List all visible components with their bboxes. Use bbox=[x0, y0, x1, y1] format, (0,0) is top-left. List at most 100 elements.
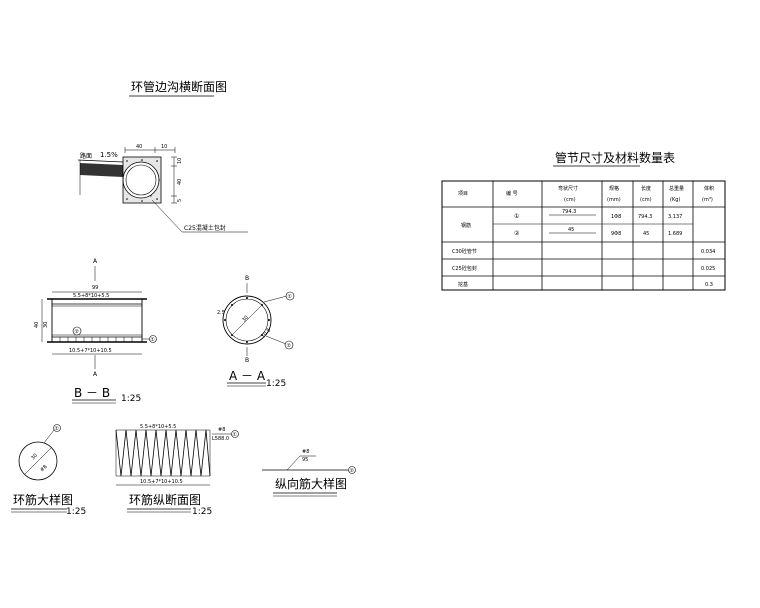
long-bar-callout bbox=[348, 466, 356, 474]
th-size-unit: (cm) bbox=[564, 197, 576, 203]
long-bar-no: #8 bbox=[302, 449, 309, 455]
td-mat1-name: C30砼管节 bbox=[452, 248, 477, 255]
bb-scale: 1:25 bbox=[121, 394, 141, 404]
concrete-label: C25混凝土包封 bbox=[184, 224, 226, 232]
bottom-spacing-label: 10.5+7*10+10.5 bbox=[69, 348, 112, 354]
td-mat2-volume: 0.025 bbox=[701, 266, 715, 272]
height-inner-label: 30 bbox=[43, 322, 49, 328]
ring-diam-label: 30 bbox=[30, 453, 39, 462]
th-length-unit: (cm) bbox=[640, 197, 652, 203]
spiral-zigzag bbox=[115, 429, 211, 477]
td-row2-size: 45 bbox=[568, 227, 574, 233]
td-row1-weight: 3.137 bbox=[668, 214, 682, 220]
aa-bar1-leader bbox=[263, 295, 288, 303]
ring-callout bbox=[53, 424, 61, 432]
bb-section-view: A 99 5.5+8*10+5.5 40 30 ② ① 10.5+7*10 bbox=[34, 258, 157, 404]
td-row1-no: ① bbox=[514, 213, 519, 220]
th-size: 弯状尺寸 bbox=[558, 185, 578, 192]
long-bar-view: #8 95 ② 纵向筋大样图 bbox=[262, 449, 356, 497]
height-outer-label: 40 bbox=[34, 322, 40, 328]
aa-bar2-callout bbox=[284, 340, 294, 350]
cross-section-view: 环管边沟横断面图 路面 1.5% 40 10 10 4 bbox=[77, 79, 248, 233]
th-no: 编 号 bbox=[506, 190, 518, 197]
stirrup-marks bbox=[59, 337, 133, 342]
aa-thick-label: 2.5 bbox=[217, 310, 225, 316]
ring-long-callout-label: ① bbox=[233, 432, 238, 438]
td-row2-length: 45 bbox=[643, 231, 649, 237]
ring-bar-label: #8 bbox=[39, 464, 48, 473]
th-weight-unit: (Kg) bbox=[670, 197, 680, 203]
td-row1-size: 794.3 bbox=[562, 209, 576, 215]
ring-detail-view: 30 #8 ① 环筋大样图 1:25 bbox=[11, 424, 86, 517]
aa-bar1-callout bbox=[285, 291, 295, 301]
aa-bar2-label: ② bbox=[287, 343, 292, 349]
td-row2-spec: 9Φ8 bbox=[611, 231, 621, 237]
table-frame bbox=[441, 180, 726, 291]
slope-label: 1.5% bbox=[100, 151, 118, 159]
top-spacing-label: 5.5+8*10+5.5 bbox=[73, 293, 109, 299]
pipe-inner bbox=[125, 164, 157, 196]
dim-top-2: 10 bbox=[161, 144, 167, 150]
bar2-label: ② bbox=[75, 329, 80, 335]
long-bar-len: 95 bbox=[302, 457, 308, 463]
bar1-callout bbox=[149, 335, 157, 343]
long-bar-callout-label: ② bbox=[350, 468, 355, 474]
road-pavement-hatch bbox=[80, 163, 123, 177]
td-row2-weight: 1.689 bbox=[668, 231, 682, 237]
th-volume-unit: (m³) bbox=[702, 197, 713, 203]
cut-b-top: B bbox=[245, 275, 249, 282]
dim-right-1: 10 bbox=[177, 158, 183, 164]
ring-long-section-view: 5.5+8*10+5.5 10.5+7*10+10.5 #8 L588.0 ① … bbox=[115, 424, 239, 517]
aa-bar1-label: ① bbox=[288, 294, 293, 300]
td-mat3-name: 挖基 bbox=[458, 281, 468, 288]
th-volume: 体积 bbox=[704, 185, 714, 192]
ring-diameter bbox=[24, 447, 52, 475]
td-rebar: 钢筋 bbox=[461, 222, 471, 229]
ring-long-bottom-spacing: 10.5+7*10+10.5 bbox=[140, 479, 183, 485]
aa-scale: 1:25 bbox=[266, 379, 286, 389]
road-line bbox=[77, 159, 124, 163]
ring-long-scale: 1:25 bbox=[192, 507, 212, 517]
cut-a-bottom: A bbox=[93, 371, 98, 378]
section-title: 环管边沟横断面图 bbox=[131, 79, 227, 94]
dim-right-2: 40 bbox=[177, 179, 183, 185]
ring-leader bbox=[43, 429, 55, 444]
aa-section-view: B 30 2.5 10.5 ① ② B A － A 1:25 bbox=[217, 275, 295, 389]
ring-long-top-spacing: 5.5+8*10+5.5 bbox=[140, 424, 176, 430]
aa-diam-label: 30 bbox=[241, 315, 250, 324]
cut-a-top: A bbox=[93, 258, 98, 265]
aa-diameter-line bbox=[232, 305, 262, 335]
aa-rebar-dots bbox=[224, 297, 270, 343]
cut-b-bottom: B bbox=[245, 357, 249, 364]
dim-right-3: 5 bbox=[177, 199, 183, 202]
long-bar-title: 纵向筋大样图 bbox=[275, 476, 347, 491]
td-mat1-volume: 0.034 bbox=[701, 249, 715, 255]
td-row1-length: 794.3 bbox=[638, 214, 652, 220]
length-label: 99 bbox=[92, 285, 98, 291]
dim-top-1: 40 bbox=[136, 144, 142, 150]
pipe-outer bbox=[122, 161, 160, 199]
td-row2-no: ② bbox=[514, 230, 520, 237]
road-label: 路面 bbox=[80, 152, 92, 160]
long-bar-leader bbox=[286, 455, 301, 471]
ring-long-bar-no: #8 bbox=[218, 427, 225, 433]
aa-title: A － A bbox=[229, 369, 266, 383]
td-mat3-volume: 0.3 bbox=[705, 282, 713, 288]
td-mat2-name: C25砼包封 bbox=[452, 265, 477, 272]
td-row1-spec: 1Φ8 bbox=[611, 214, 621, 220]
th-spec: 规格 bbox=[609, 185, 619, 192]
bar2-callout bbox=[72, 326, 82, 336]
aa-bar2-leader bbox=[265, 335, 287, 345]
ring-detail-scale: 1:25 bbox=[66, 507, 86, 517]
pipe-body bbox=[51, 298, 143, 343]
ring-long-callout bbox=[231, 430, 239, 438]
ring-detail-title: 环筋大样图 bbox=[13, 492, 73, 507]
ring-long-bar-len: L588.0 bbox=[212, 436, 229, 442]
th-spec-unit: (mm) bbox=[607, 197, 621, 203]
bar1-label: ① bbox=[151, 337, 156, 343]
th-item: 项目 bbox=[458, 191, 468, 197]
th-length: 长度 bbox=[641, 185, 651, 192]
aa-pipe-outer bbox=[222, 295, 272, 345]
bb-title: B － B bbox=[74, 386, 110, 400]
